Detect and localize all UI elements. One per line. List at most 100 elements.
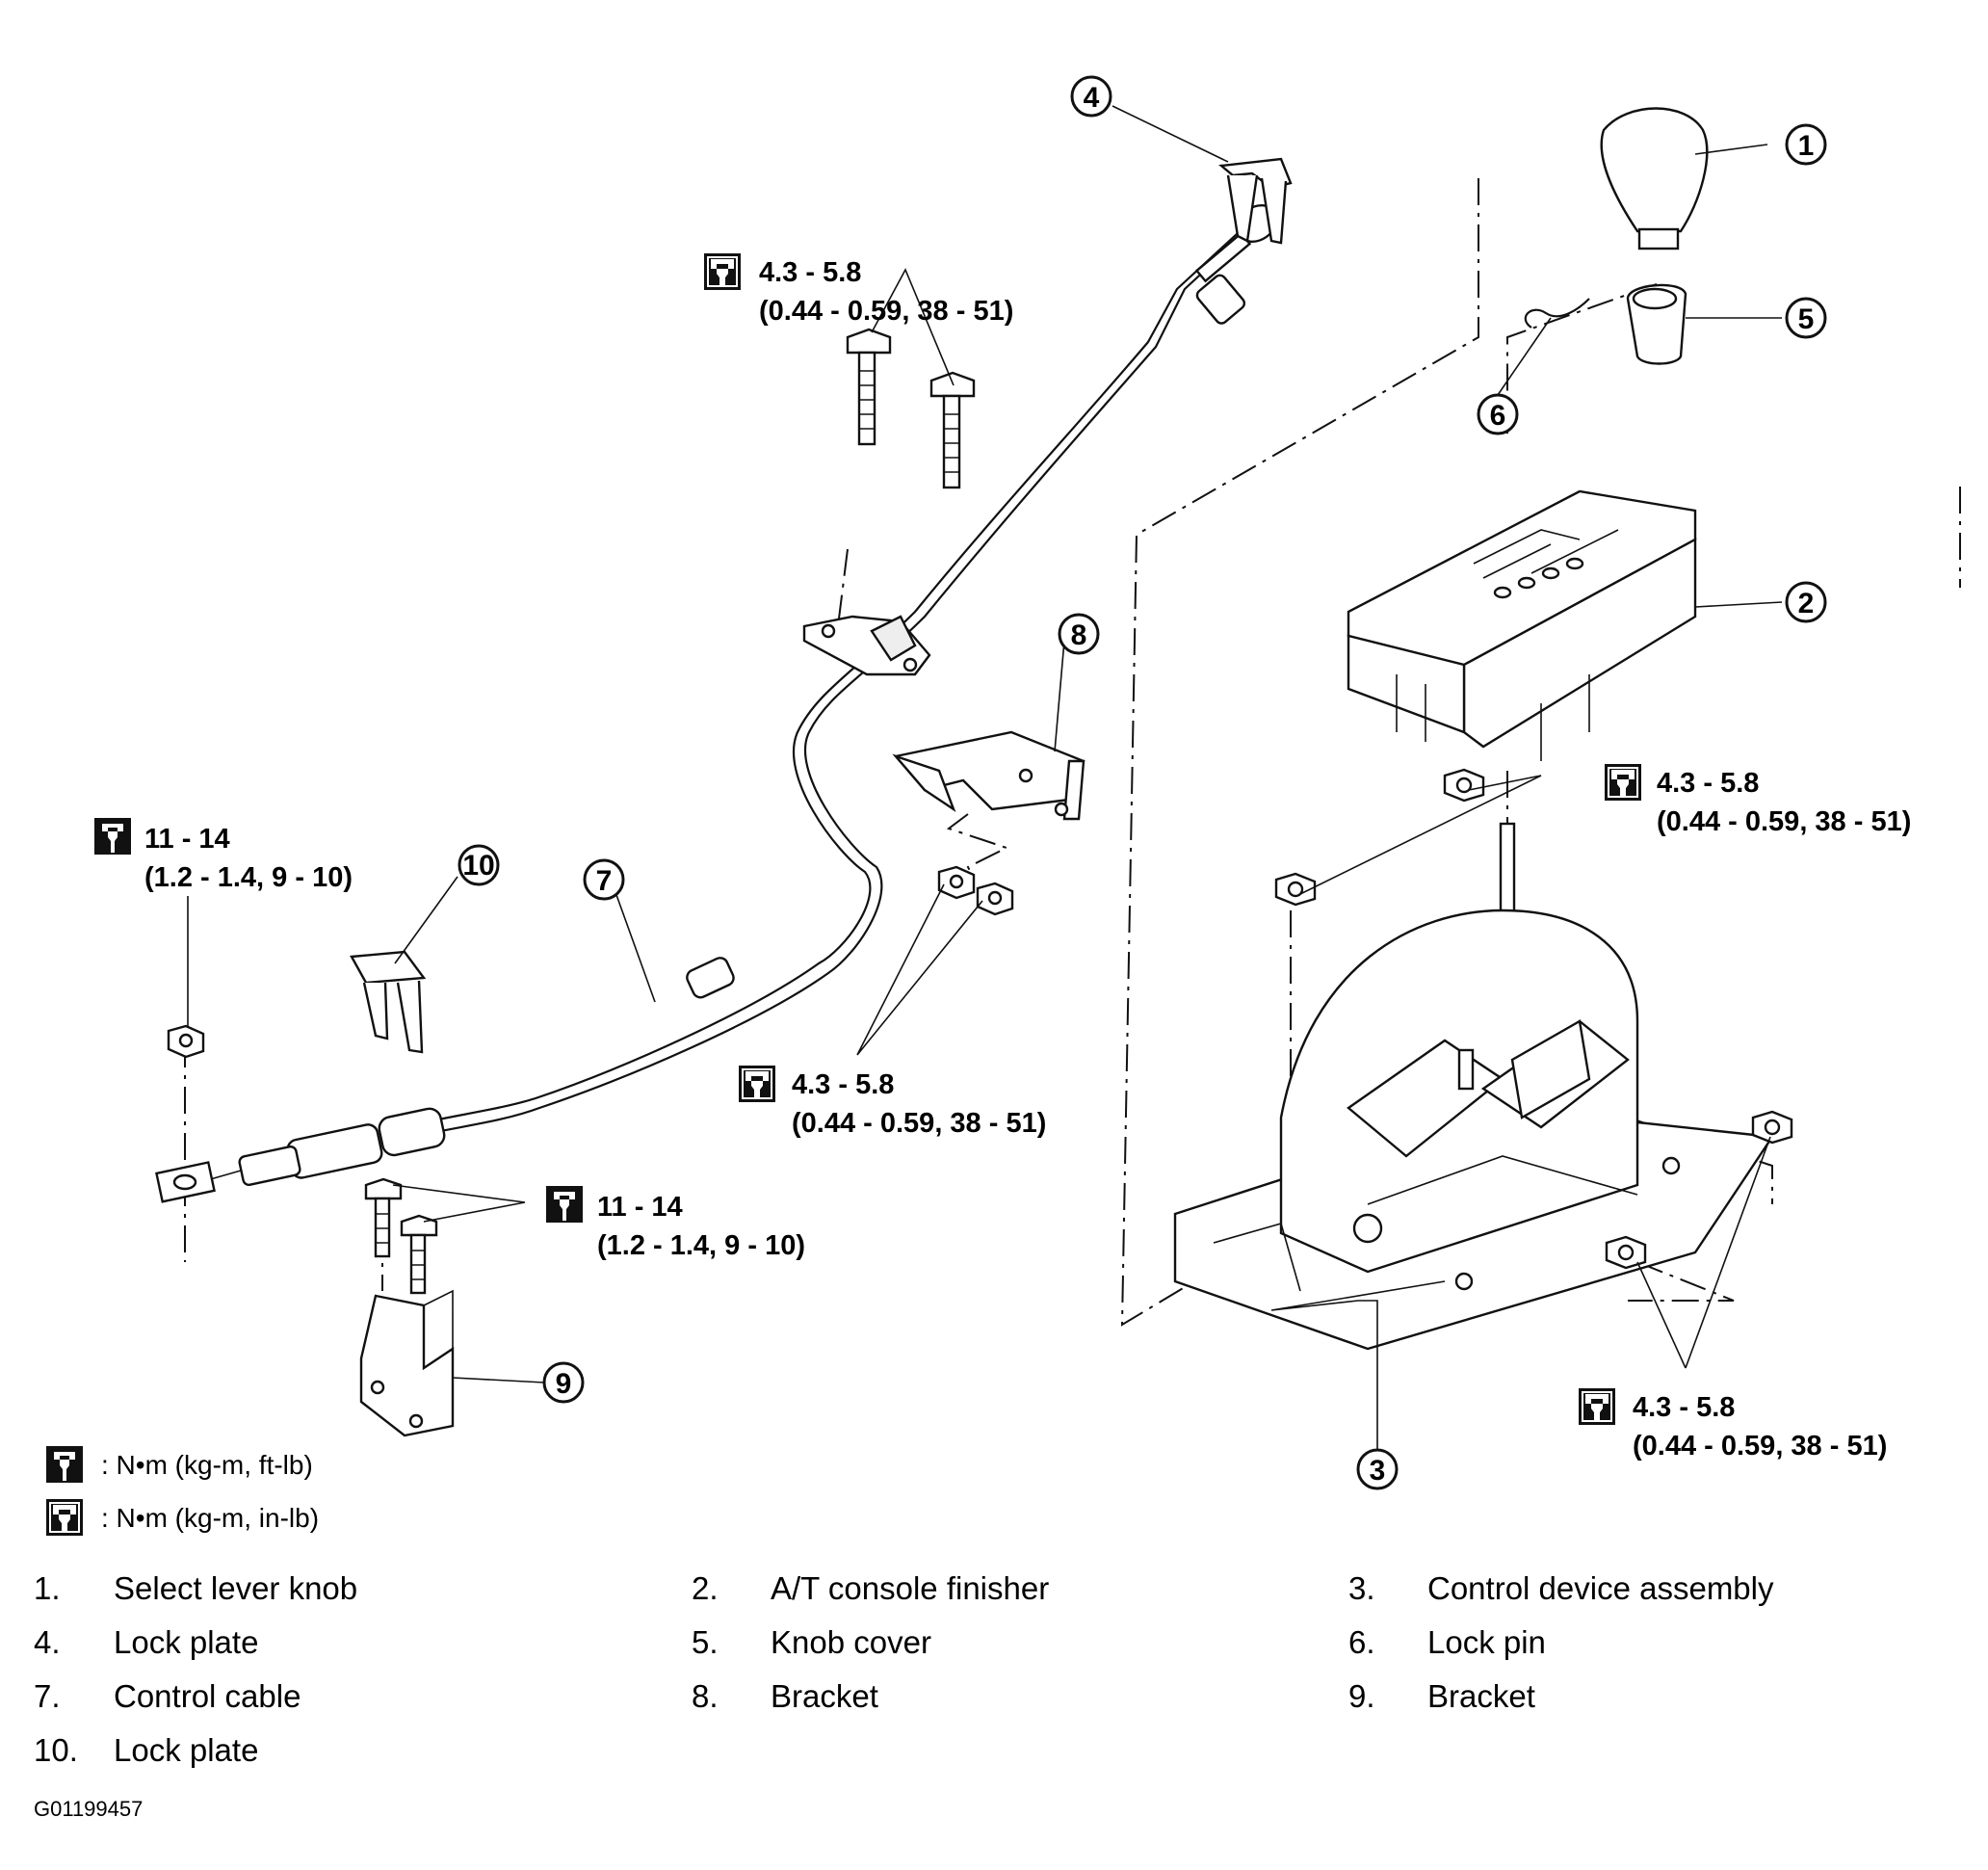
svg-text:Bracket: Bracket	[771, 1678, 878, 1714]
svg-text:: N•m (kg-m, in-lb): : N•m (kg-m, in-lb)	[101, 1503, 319, 1533]
svg-text:2: 2	[1798, 588, 1815, 619]
torque-wrench-in-lb-icon	[703, 252, 742, 291]
knob-cover	[1626, 283, 1687, 365]
svg-text:10.: 10.	[34, 1732, 78, 1768]
parts-list: 1. Select lever knob 2. A/T console fini…	[34, 1570, 1774, 1768]
svg-text:11 - 14: 11 - 14	[144, 824, 230, 855]
assembly-guide-lines	[184, 178, 1961, 1327]
bracket-8-nuts	[937, 865, 1014, 916]
callout-1: 1	[1785, 123, 1827, 166]
svg-text:5: 5	[1798, 303, 1815, 335]
svg-text:3.: 3.	[1348, 1570, 1375, 1606]
parts-list-item: 3. Control device assembly	[1348, 1570, 1774, 1606]
parts-list-item: 1. Select lever knob	[34, 1570, 357, 1606]
parts-list-item: 5. Knob cover	[692, 1624, 931, 1660]
callout-9: 9	[542, 1361, 585, 1404]
callout-8: 8	[1058, 613, 1100, 655]
callout-2: 2	[1785, 581, 1827, 623]
cable-bracket-bolts	[846, 328, 976, 489]
svg-text:7.: 7.	[34, 1678, 61, 1714]
select-lever-knob	[1600, 107, 1709, 250]
parts-list-item: 8. Bracket	[692, 1678, 878, 1714]
svg-text:Lock plate: Lock plate	[114, 1624, 258, 1660]
control-device-assembly	[1173, 822, 1775, 1351]
svg-text:(0.44 - 0.59, 38 - 51): (0.44 - 0.59, 38 - 51)	[1633, 1431, 1887, 1462]
svg-text:: N•m (kg-m, ft-lb): : N•m (kg-m, ft-lb)	[101, 1450, 313, 1480]
cable-mount-bracket	[802, 615, 931, 676]
svg-text:1.: 1.	[34, 1570, 61, 1606]
svg-text:(0.44 - 0.59, 38 - 51): (0.44 - 0.59, 38 - 51)	[1657, 806, 1911, 837]
svg-text:1: 1	[1798, 130, 1815, 162]
svg-text:A/T console finisher: A/T console finisher	[771, 1570, 1049, 1606]
svg-text:9: 9	[556, 1368, 572, 1400]
lock-plate-4	[1218, 157, 1293, 245]
parts-list-item: 4. Lock plate	[34, 1624, 258, 1660]
svg-text:9.: 9.	[1348, 1678, 1375, 1714]
lock-pin	[1524, 298, 1590, 329]
bracket-9	[359, 1289, 455, 1437]
svg-text:Select lever knob: Select lever knob	[114, 1570, 357, 1606]
torque-wrench-ft-lb-icon	[546, 1186, 583, 1223]
legend-row-ft-lb: : N•m (kg-m, ft-lb)	[46, 1446, 313, 1483]
torque-wrench-ft-lb-icon	[94, 818, 131, 855]
control-cable	[155, 204, 1278, 1203]
torque-wrench-ft-lb-icon	[46, 1446, 83, 1483]
lock-plate-10	[350, 950, 427, 1054]
cable-end-nut	[167, 1024, 205, 1059]
svg-text:(0.44 - 0.59, 38 - 51): (0.44 - 0.59, 38 - 51)	[792, 1108, 1046, 1139]
callouts: 1 2 3 4 5 6 7 8	[458, 75, 1827, 1490]
svg-text:3: 3	[1370, 1455, 1386, 1487]
finisher-nuts	[1274, 768, 1485, 907]
base-nuts	[1605, 1110, 1793, 1270]
legend-row-in-lb: : N•m (kg-m, in-lb)	[45, 1498, 319, 1537]
svg-text:(1.2 - 1.4, 9 - 10): (1.2 - 1.4, 9 - 10)	[597, 1230, 805, 1261]
parts-list-item: 9. Bracket	[1348, 1678, 1535, 1714]
callout-6: 6	[1477, 393, 1519, 435]
svg-text:6.: 6.	[1348, 1624, 1375, 1660]
svg-text:Knob cover: Knob cover	[771, 1624, 931, 1660]
svg-text:Control cable: Control cable	[114, 1678, 301, 1714]
torque-wrench-in-lb-icon	[738, 1065, 776, 1103]
parts-list-item: 7. Control cable	[34, 1678, 301, 1714]
torque-spec-cable-bracket-bolts: 4.3 - 5.8 (0.44 - 0.59, 38 - 51)	[703, 252, 1013, 327]
svg-text:6: 6	[1490, 400, 1506, 432]
svg-text:Lock plate: Lock plate	[114, 1732, 258, 1768]
svg-text:8: 8	[1071, 619, 1087, 651]
at-console-finisher	[1347, 489, 1697, 761]
svg-text:11 - 14: 11 - 14	[597, 1192, 683, 1223]
torque-wrench-in-lb-icon	[45, 1498, 84, 1537]
torque-spec-base-nuts: 4.3 - 5.8 (0.44 - 0.59, 38 - 51)	[1578, 1387, 1887, 1462]
callout-7: 7	[583, 858, 625, 901]
svg-text:7: 7	[596, 865, 613, 897]
torque-wrench-in-lb-icon	[1578, 1387, 1616, 1426]
svg-text:4.: 4.	[34, 1624, 61, 1660]
svg-text:2.: 2.	[692, 1570, 719, 1606]
parts-list-item: 6. Lock pin	[1348, 1624, 1546, 1660]
svg-text:4.3 - 5.8: 4.3 - 5.8	[1633, 1392, 1735, 1423]
parts-list-item: 2. A/T console finisher	[692, 1570, 1049, 1606]
torque-spec-finisher-nuts: 4.3 - 5.8 (0.44 - 0.59, 38 - 51)	[1604, 763, 1911, 837]
svg-text:Bracket: Bracket	[1427, 1678, 1535, 1714]
svg-text:Control device assembly: Control device assembly	[1427, 1570, 1774, 1606]
svg-text:4: 4	[1084, 82, 1100, 114]
torque-spec-cable-end-nut: 11 - 14 (1.2 - 1.4, 9 - 10)	[94, 818, 353, 893]
svg-text:4.3 - 5.8: 4.3 - 5.8	[792, 1069, 894, 1100]
svg-text:4.3 - 5.8: 4.3 - 5.8	[759, 257, 861, 288]
torque-spec-bracket9-bolts: 11 - 14 (1.2 - 1.4, 9 - 10)	[546, 1186, 805, 1261]
svg-text:(0.44 - 0.59, 38 - 51): (0.44 - 0.59, 38 - 51)	[759, 296, 1013, 327]
torque-spec-bracket8-nuts: 4.3 - 5.8 (0.44 - 0.59, 38 - 51)	[738, 1065, 1046, 1139]
figure-id: G01199457	[34, 1797, 143, 1821]
svg-text:Lock pin: Lock pin	[1427, 1624, 1546, 1660]
callout-5: 5	[1785, 297, 1827, 339]
bracket-8	[892, 730, 1086, 821]
unit-legend: : N•m (kg-m, ft-lb) : N•m (kg-m, in-lb)	[45, 1446, 319, 1537]
bracket-9-bolts	[364, 1177, 438, 1295]
torque-wrench-in-lb-icon	[1604, 763, 1642, 802]
parts-list-item: 10. Lock plate	[34, 1732, 258, 1768]
svg-text:8.: 8.	[692, 1678, 719, 1714]
leader-lines	[187, 105, 1783, 1450]
callout-3: 3	[1356, 1448, 1399, 1490]
callout-10: 10	[458, 844, 500, 886]
svg-text:4.3 - 5.8: 4.3 - 5.8	[1657, 768, 1759, 799]
